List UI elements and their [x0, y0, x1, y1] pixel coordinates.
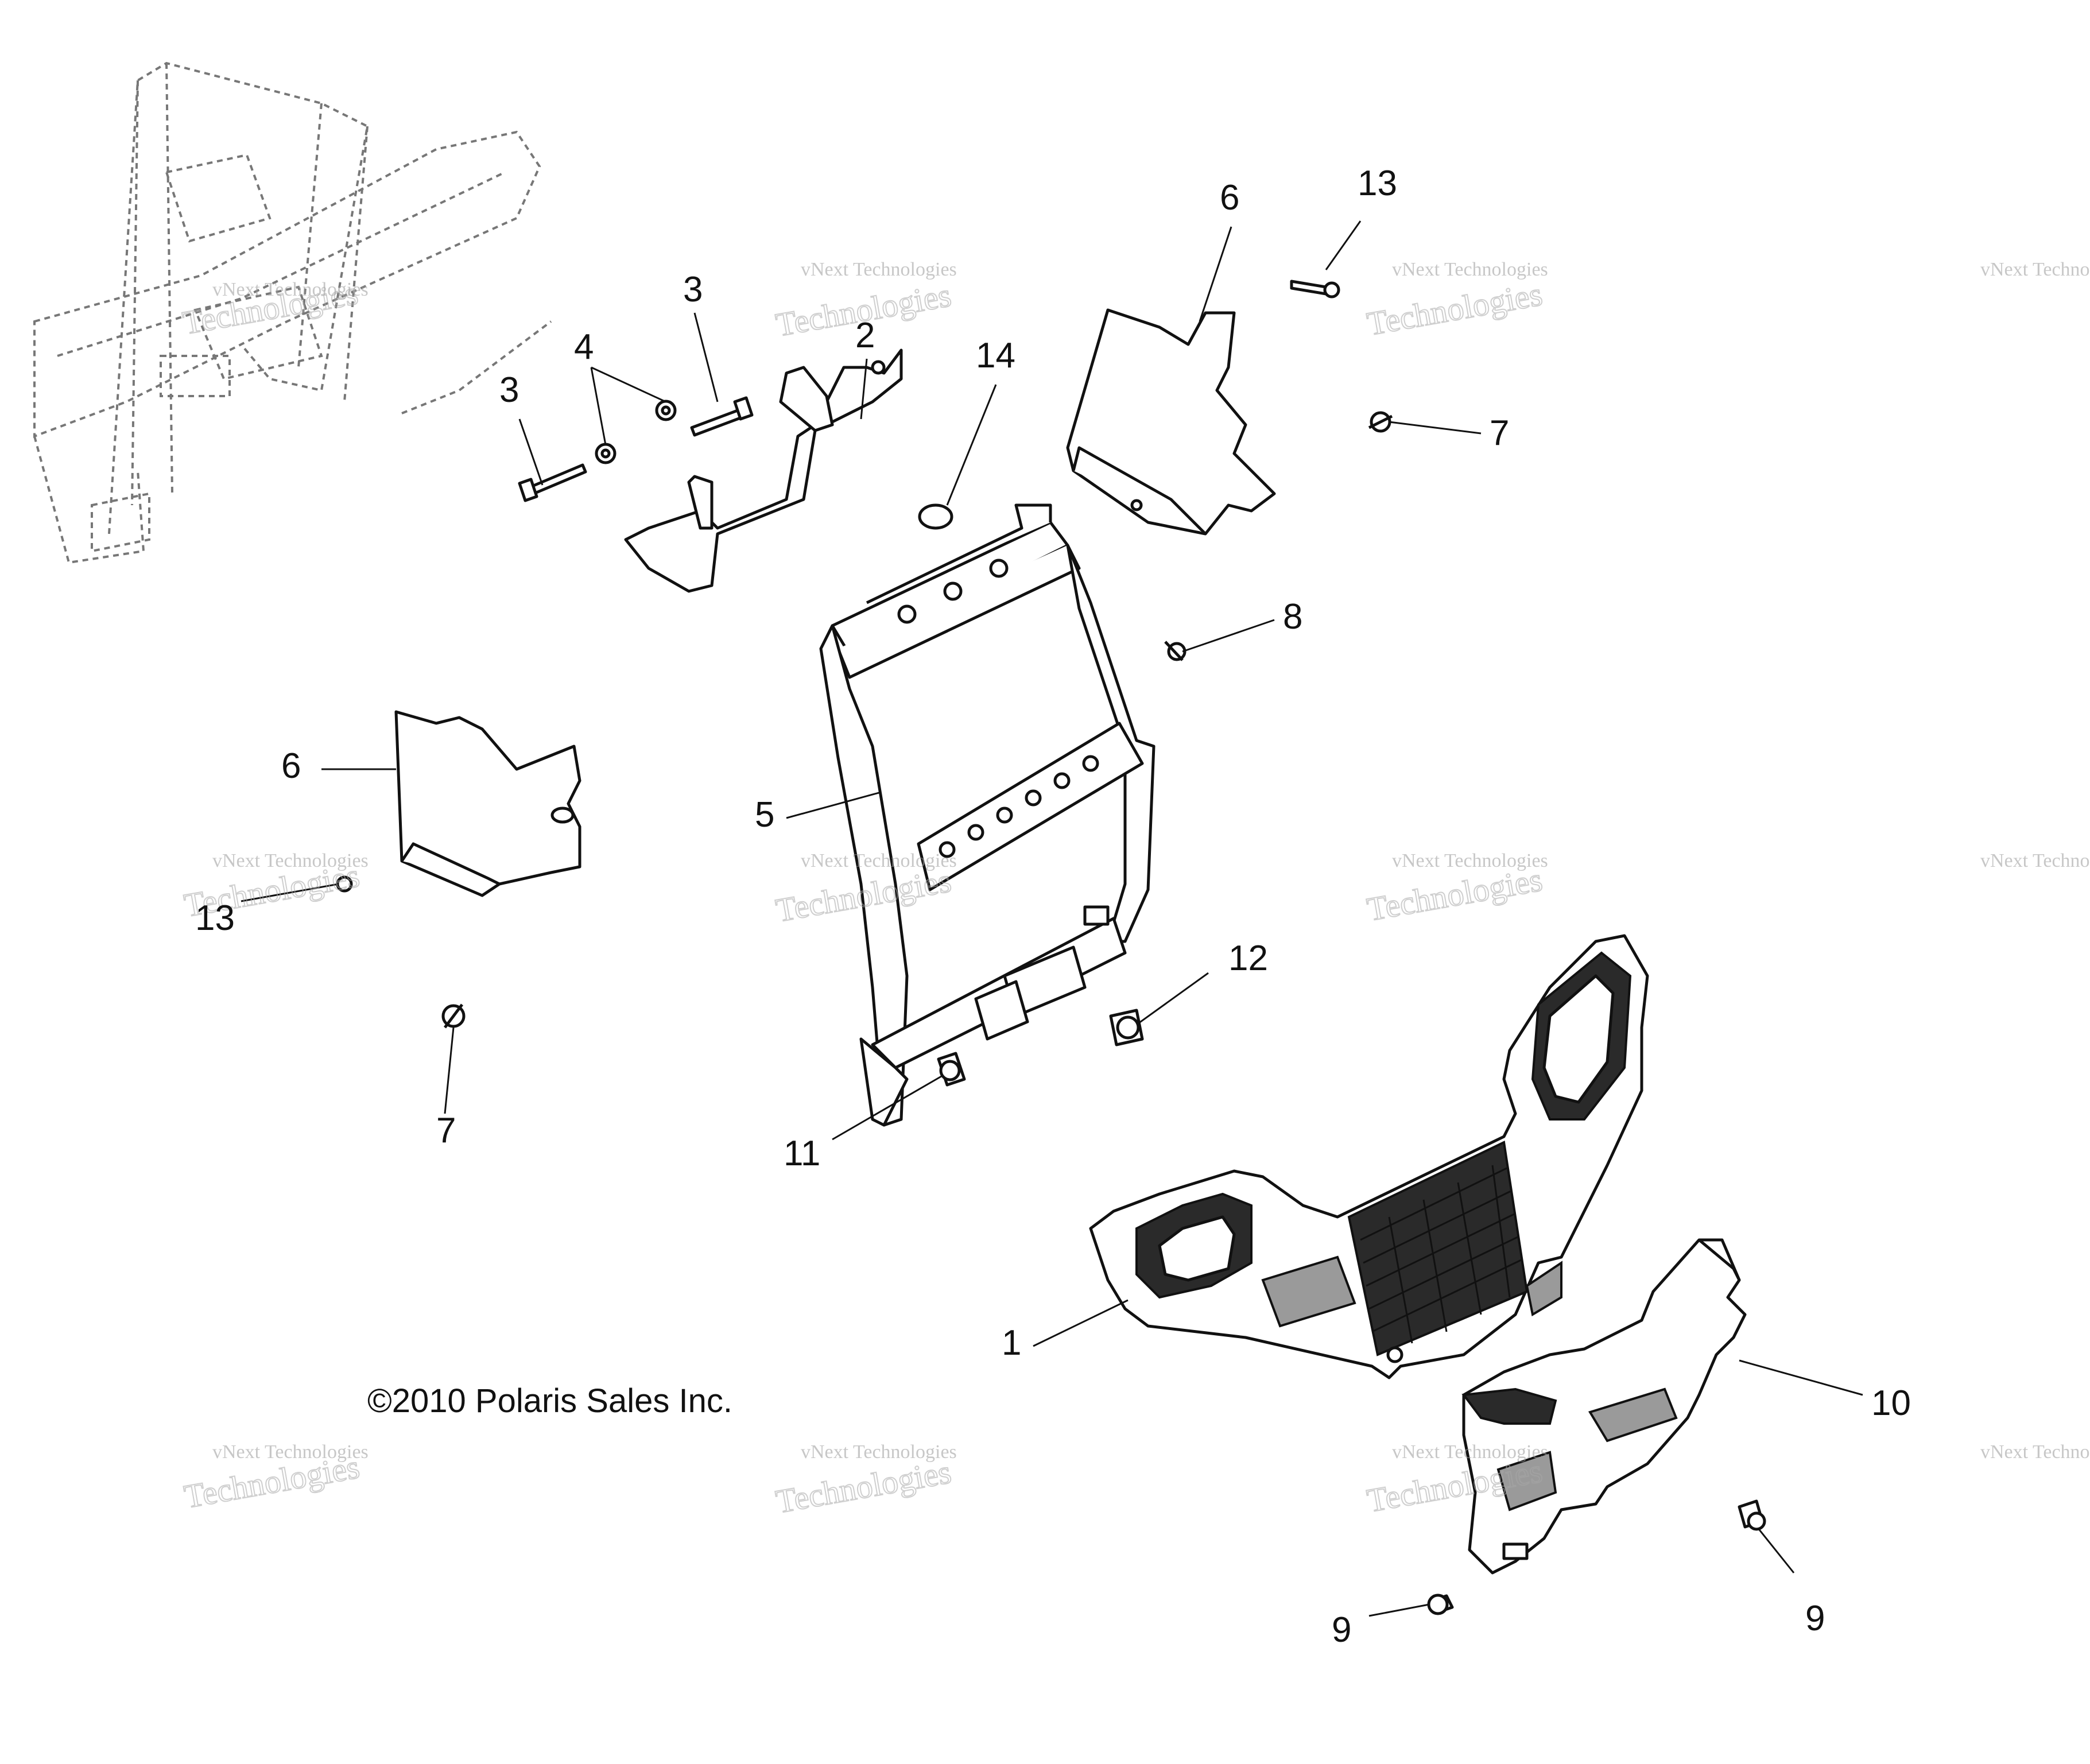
callout-13-upper: 13	[1358, 164, 1397, 203]
part-8-screw	[1164, 641, 1186, 661]
callout-6-lower: 6	[281, 746, 301, 786]
svg-text:vNext Technologies: vNext Technologies	[1980, 259, 2090, 280]
svg-text:vNext Technologies: vNext Technologies	[1392, 1441, 1548, 1463]
part-12-rivet	[1109, 1009, 1144, 1046]
callout-7-lower: 7	[436, 1111, 456, 1150]
callout-14: 14	[976, 336, 1015, 375]
part-2-mounting-bracket	[624, 348, 903, 593]
callout-10: 10	[1871, 1383, 1911, 1423]
callout-2: 2	[855, 316, 875, 355]
svg-text:vNext Technologies: vNext Technologies	[1980, 850, 2090, 871]
svg-text:vNext Technologies: vNext Technologies	[1392, 259, 1548, 280]
part-1-front-fascia	[1089, 934, 1649, 1379]
svg-text:vNext Technologies: vNext Technologies	[1392, 850, 1548, 871]
svg-text:Technologies: Technologies	[1364, 275, 1545, 343]
callout-11: 11	[784, 1134, 820, 1173]
svg-text:vNext Technologies: vNext Technologies	[801, 259, 957, 280]
svg-text:vNext Technologies: vNext Technologies	[1980, 1441, 2090, 1463]
part-13-screw-upper	[1290, 280, 1340, 298]
part-4-nut-right	[655, 400, 677, 421]
part-11-rivet	[937, 1052, 966, 1087]
callout-9-left: 9	[1332, 1610, 1351, 1650]
callout-12: 12	[1228, 939, 1268, 978]
part-3-bolt-left	[518, 463, 587, 502]
callout-6-upper: 6	[1220, 178, 1239, 218]
callout-labels: 1 2 3 3 4 5 6 6 7 7 8 9 9 10 11 12 13 13…	[195, 164, 1911, 1650]
svg-text:Technologies: Technologies	[773, 1453, 954, 1521]
callout-8: 8	[1283, 597, 1302, 637]
part-7-push-rivet-lower	[441, 1003, 466, 1029]
callout-4: 4	[574, 327, 594, 367]
svg-text:vNext Technologies: vNext Technologies	[212, 279, 369, 300]
copyright-notice: ©2010 Polaris Sales Inc.	[367, 1382, 732, 1420]
part-5-radiator-frame	[819, 503, 1155, 1127]
svg-text:vNext Technologies: vNext Technologies	[801, 1441, 957, 1463]
part-7-push-rivet-upper	[1368, 411, 1393, 433]
svg-text:vNext Technologies: vNext Technologies	[212, 1441, 369, 1463]
svg-text:vNext Technologies: vNext Technologies	[801, 850, 957, 871]
part-6-lower-guard	[394, 710, 581, 897]
callout-9-right: 9	[1805, 1599, 1825, 1638]
vehicle-frame-reference	[33, 61, 552, 564]
callout-3-top: 3	[683, 270, 703, 309]
callout-5: 5	[755, 795, 774, 835]
callout-13-lower: 13	[195, 898, 235, 938]
part-4-nut-left	[595, 443, 616, 464]
part-9-screw-left	[1427, 1594, 1454, 1615]
part-9-screw-right	[1738, 1499, 1766, 1531]
part-10-lower-bumper	[1461, 1238, 1747, 1575]
part-14-plug	[918, 503, 953, 530]
part-6-upper-guard	[1066, 308, 1276, 536]
svg-text:vNext Technologies: vNext Technologies	[212, 850, 369, 871]
callout-3-left: 3	[499, 370, 519, 410]
leader-lines	[241, 220, 1863, 1617]
callout-1: 1	[1002, 1323, 1021, 1363]
part-3-bolt-top	[690, 396, 754, 437]
callout-7-upper: 7	[1490, 413, 1509, 453]
grille-mesh	[1360, 1165, 1522, 1344]
